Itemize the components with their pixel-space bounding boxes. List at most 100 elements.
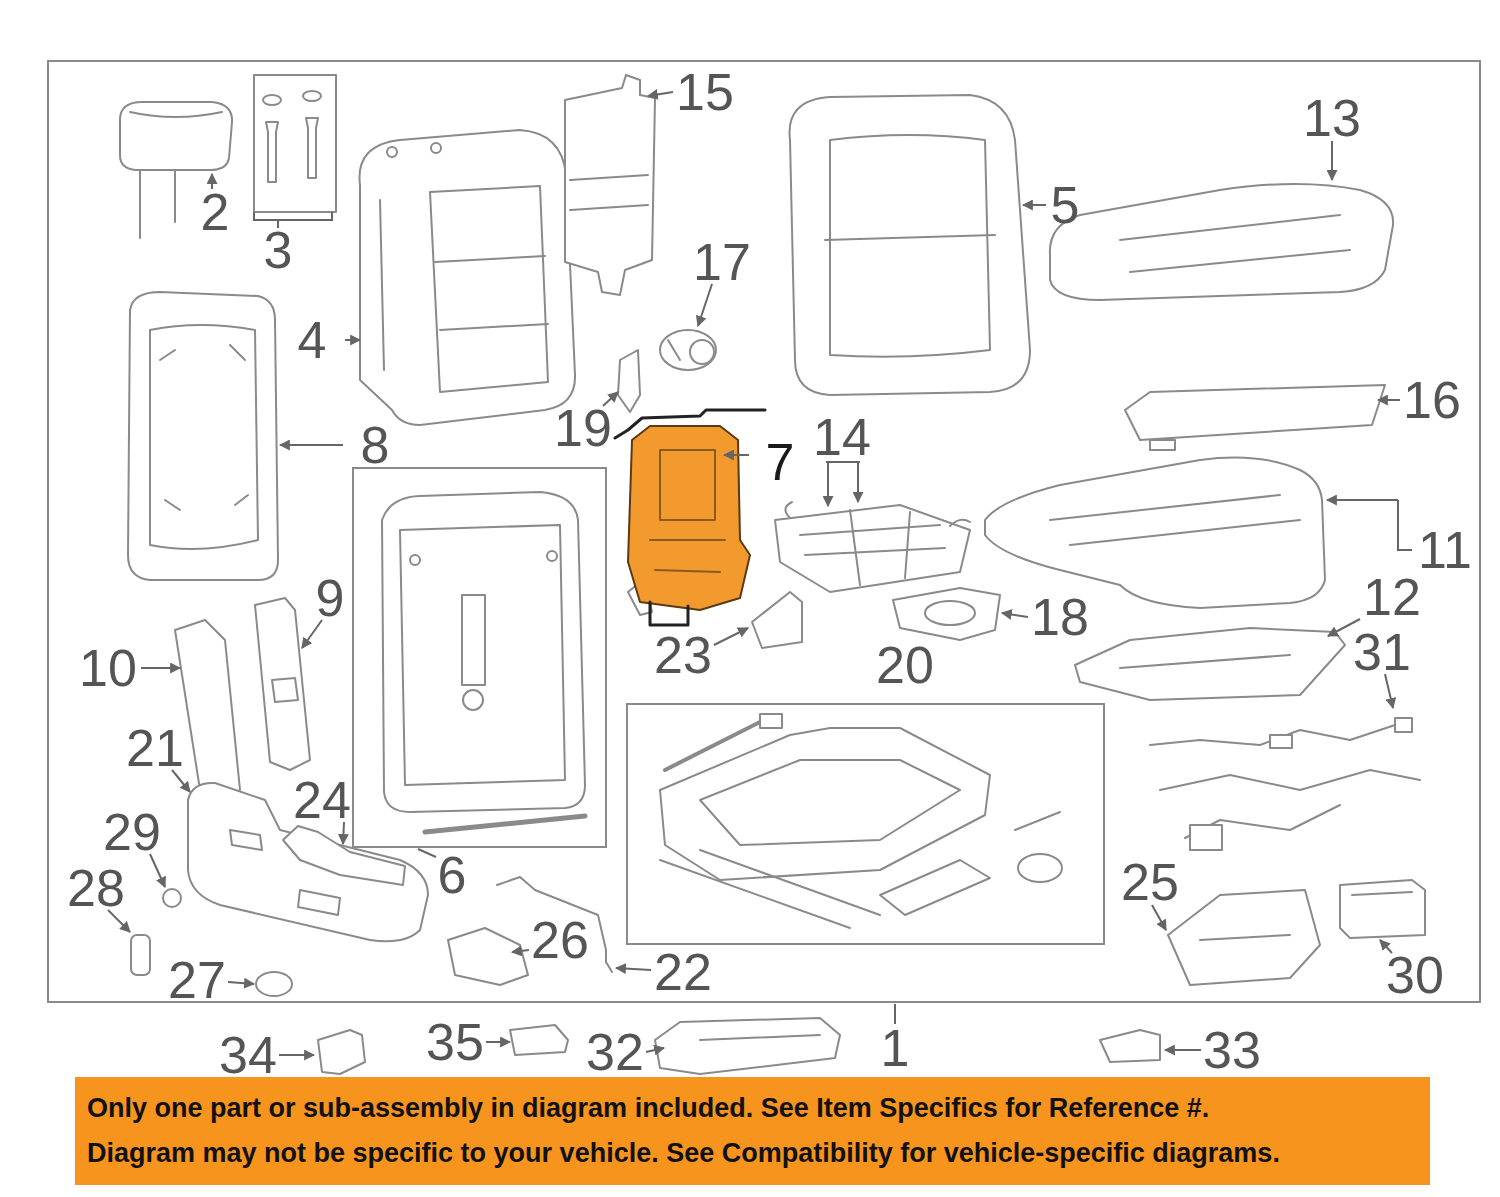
wiring-harness — [1190, 825, 1222, 850]
callout-number: 32 — [586, 1026, 644, 1078]
cushion-cover — [1120, 215, 1350, 272]
callout-number: 5 — [1051, 179, 1080, 231]
back-pad — [565, 75, 655, 295]
side-piece — [752, 592, 802, 648]
notice-text: Diagram may not be specific to your vehi… — [87, 1131, 1280, 1176]
support-piece — [925, 601, 975, 625]
callout-number: 9 — [316, 572, 345, 624]
callout-number: 15 — [676, 66, 734, 118]
heater-pad — [1125, 385, 1385, 440]
small-parts — [1100, 1030, 1160, 1062]
back-pad — [565, 75, 655, 295]
seatback-cover — [430, 186, 548, 392]
inset-box: 6 — [352, 467, 607, 848]
lumbar-assembly — [615, 410, 765, 438]
callout-number: 30 — [1386, 949, 1444, 1001]
spring-mat — [800, 510, 945, 585]
leader-line — [486, 1041, 510, 1043]
motor — [660, 330, 716, 370]
cushion-pad — [1075, 628, 1345, 700]
guide-kit — [306, 118, 318, 178]
callout-number: 25 — [1121, 856, 1179, 908]
guide-kit — [254, 75, 336, 212]
seatback-frame — [400, 525, 565, 785]
leader-line — [857, 462, 859, 502]
leader-line — [1002, 613, 1028, 617]
cushion-pad — [1120, 655, 1290, 668]
seatback-foam — [830, 135, 990, 357]
seat-frame — [660, 714, 1062, 928]
leader-line — [646, 1048, 664, 1052]
callout-number: 17 — [693, 236, 751, 288]
heater-pad — [1150, 440, 1175, 450]
callout-number: 31 — [1353, 626, 1411, 678]
tray — [1168, 890, 1320, 985]
leader-line — [1378, 399, 1400, 401]
cushion-cover — [1050, 184, 1393, 300]
bracket-piece — [618, 350, 640, 412]
side-trim — [175, 598, 310, 800]
back-panel — [160, 345, 248, 510]
small-parts — [497, 877, 612, 972]
lumbar-assembly — [628, 426, 750, 610]
seatback-cover — [360, 130, 576, 425]
guide-kit — [303, 91, 321, 101]
back-panel — [128, 292, 278, 580]
callout-number: 7 — [766, 436, 795, 488]
seat-frame — [760, 714, 782, 728]
support-piece — [893, 588, 1000, 640]
callout-number: 11 — [1418, 524, 1472, 576]
leader-line — [1331, 141, 1333, 180]
heater-pad — [1125, 385, 1385, 450]
guide-kit — [263, 95, 281, 105]
wiring-harness — [1270, 735, 1292, 748]
control-module — [1340, 880, 1425, 938]
seatback-foam — [825, 235, 995, 240]
leader-line — [1165, 1049, 1201, 1051]
callout-number: 33 — [1203, 1024, 1261, 1076]
small-parts — [131, 935, 150, 975]
leader-line — [108, 92, 1400, 1055]
callout-number: 1 — [881, 1022, 910, 1074]
headrest — [139, 170, 141, 238]
seatback-cover — [387, 147, 397, 157]
callout-number: 14 — [813, 411, 871, 463]
leader-line — [724, 454, 749, 456]
seatback-frame — [547, 551, 557, 561]
bracket-line — [418, 849, 436, 857]
leader-line — [279, 1054, 314, 1056]
back-pad — [570, 175, 648, 210]
seat-frame — [665, 722, 760, 770]
bracket-piece — [618, 350, 640, 412]
leader-line — [150, 854, 165, 887]
seatback-frame — [382, 492, 585, 832]
lumbar-assembly — [615, 410, 765, 625]
callout-number: 35 — [426, 1016, 484, 1068]
diagram-frame: 1620 — [47, 60, 1481, 1003]
leader-line — [1023, 204, 1046, 206]
notice-text: Only one part or sub-assembly in diagram… — [87, 1086, 1209, 1131]
parts-illustration — [120, 75, 1425, 1074]
tray — [1168, 890, 1320, 985]
control-module — [1340, 880, 1425, 938]
leader-line — [648, 92, 673, 96]
side-trim — [175, 620, 240, 800]
spring-mat — [775, 505, 970, 592]
leader-line — [616, 968, 651, 970]
lumbar-assembly — [660, 450, 715, 520]
side-trim — [255, 598, 310, 770]
back-panel — [128, 292, 278, 580]
small-parts — [510, 1025, 568, 1055]
callout-number: 21 — [126, 722, 184, 774]
leader-line — [302, 620, 322, 648]
motor — [690, 340, 714, 364]
leader-line — [345, 339, 360, 341]
leader-line — [827, 462, 829, 506]
notice-banner: Only one part or sub-assembly in diagram… — [75, 1077, 1430, 1185]
seat-frame — [880, 860, 990, 915]
callout-number: 26 — [531, 914, 589, 966]
small-parts — [655, 1018, 840, 1074]
callout-number: 4 — [298, 314, 327, 366]
seatback-frame — [410, 555, 420, 565]
small-parts — [256, 972, 292, 996]
